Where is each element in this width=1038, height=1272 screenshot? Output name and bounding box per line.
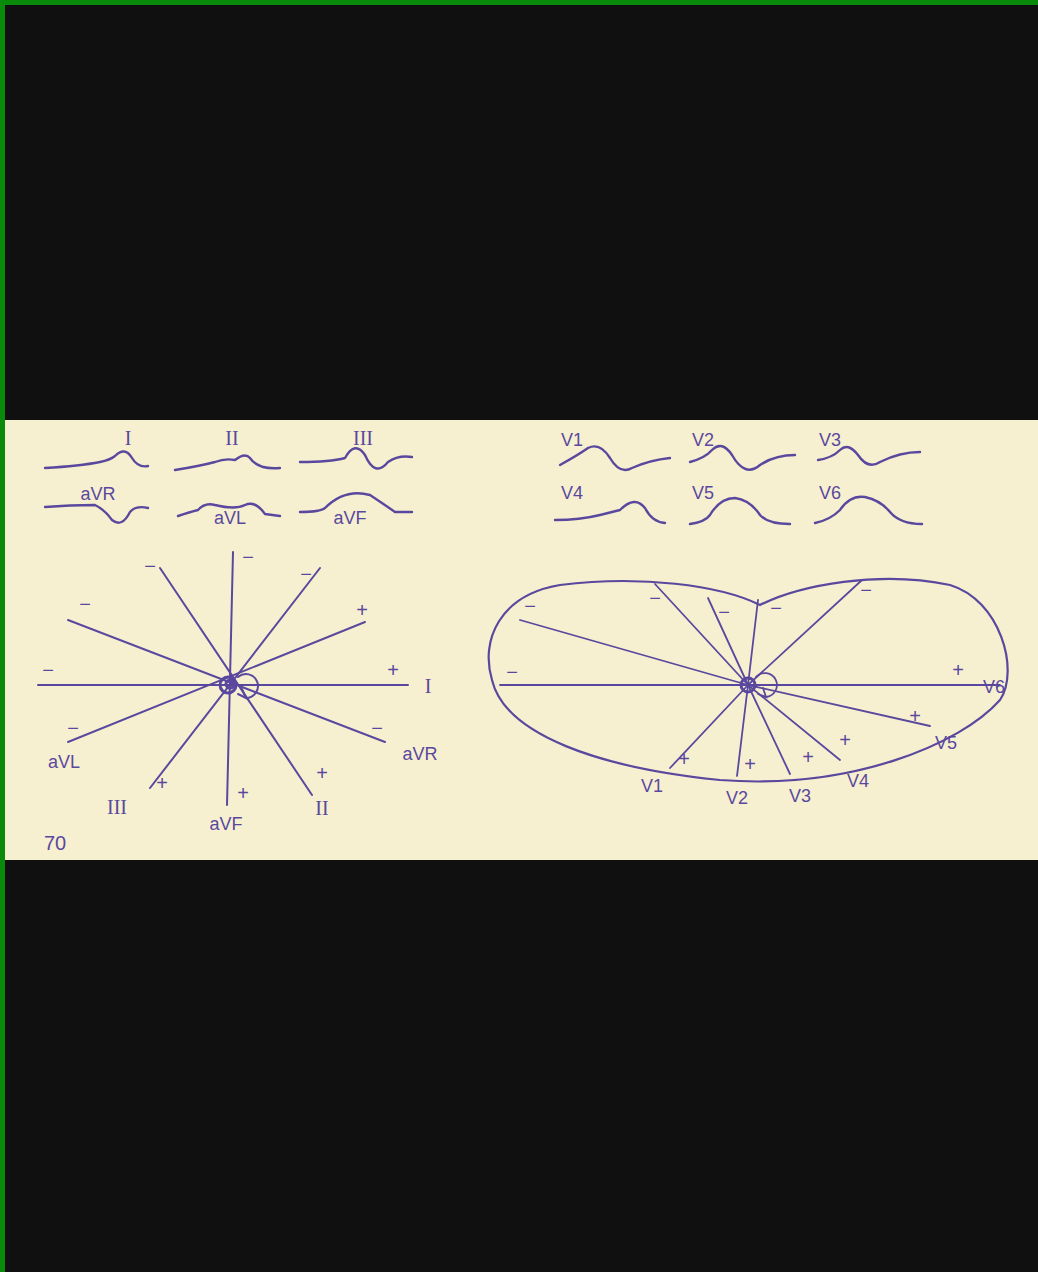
axis-label: aVF [209,815,242,833]
polarity-sign: + [316,763,328,783]
axis-label: I [425,676,432,696]
paper-band [5,420,1038,860]
lead-label: III [353,428,373,448]
electrode-label: V5 [935,734,957,752]
polarity-sign: + [156,773,168,793]
electrode-label: V6 [983,678,1005,696]
polarity-sign: − [300,564,312,584]
lead-label: aVL [214,509,246,527]
axis-label: aVR [402,745,437,763]
lead-label: aVR [80,485,115,503]
polarity-sign: − [144,556,156,576]
polarity-sign: − [649,588,661,608]
lead-label: V6 [819,484,841,502]
electrode-label: V1 [641,777,663,795]
green-border [0,0,1038,5]
polarity-sign: − [242,547,254,567]
polarity-sign: + [678,749,690,769]
polarity-sign: − [79,594,91,614]
lead-label: V2 [692,431,714,449]
polarity-sign: − [42,660,54,680]
lead-label: V4 [561,484,583,502]
axis-label: III [107,797,127,817]
chest-lead-lines [500,580,1000,776]
hexaxial-lines [38,552,408,805]
polarity-sign: − [860,580,872,600]
electrode-label: V4 [847,772,869,790]
polarity-sign: − [506,662,518,682]
polarity-sign: − [718,602,730,622]
polarity-sign: − [770,598,782,618]
electrode-label: V2 [726,789,748,807]
polarity-sign: + [356,600,368,620]
waveforms [45,446,922,524]
polarity-sign: + [744,754,756,774]
lead-label: V5 [692,484,714,502]
polarity-sign: − [371,718,383,738]
lead-label: V3 [819,431,841,449]
electrode-label: V3 [789,787,811,805]
polarity-sign: + [802,747,814,767]
polarity-sign: + [952,660,964,680]
lead-label: aVF [333,509,366,527]
lead-label: II [225,428,238,448]
polarity-sign: + [909,706,921,726]
axis-label: II [315,798,328,818]
polarity-sign: − [524,596,536,616]
polarity-sign: + [237,783,249,803]
polarity-sign: − [67,718,79,738]
lead-label: V1 [561,431,583,449]
lead-label: I [125,428,132,448]
polarity-sign: + [387,660,399,680]
figure-number: 70 [44,833,66,853]
axis-label: aVL [48,753,80,771]
green-border [0,0,5,1272]
heart-outline [489,579,1008,782]
polarity-sign: + [839,730,851,750]
